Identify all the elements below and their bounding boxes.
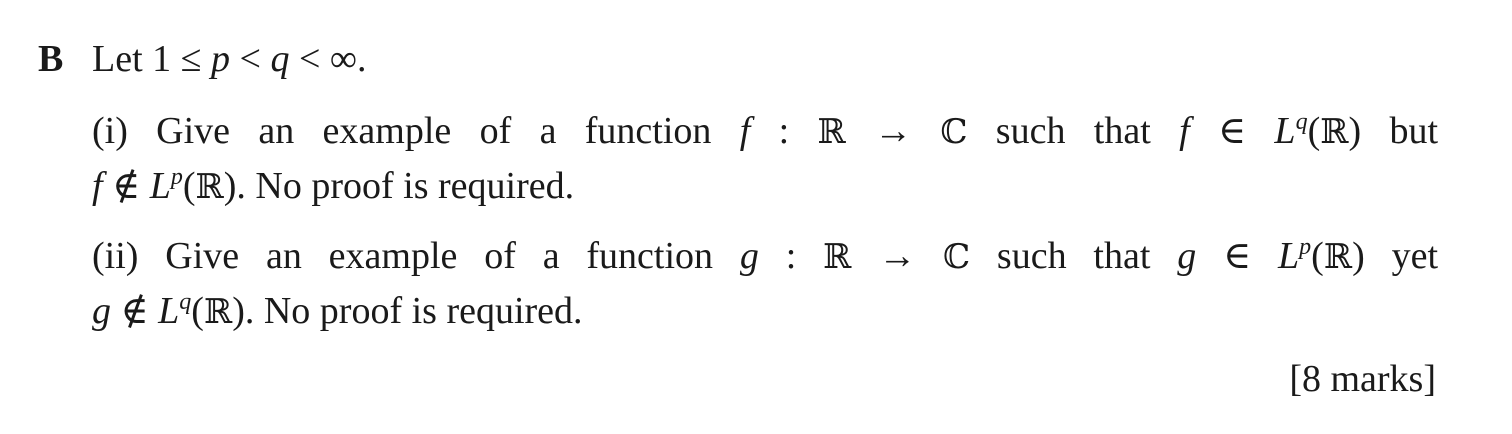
question-label: B	[38, 38, 64, 80]
part-i: (i) Give an example of a function f : ℝ …	[92, 104, 1438, 214]
intro-text: Let 1 ≤ p < q < ∞.	[92, 38, 367, 80]
part-i-line-1: (i) Give an example of a function f : ℝ …	[92, 109, 1439, 152]
part-ii-line-2: g ∉ Lq(ℝ). No proof is required.	[92, 289, 583, 332]
part-ii-line-1: (ii) Give an example of a function g : ℝ…	[92, 234, 1439, 277]
part-ii: (ii) Give an example of a function g : ℝ…	[92, 229, 1438, 339]
part-i-line-2: f ∉ Lp(ℝ). No proof is required.	[92, 164, 575, 207]
question-intro: Let 1 ≤ p < q < ∞.	[92, 36, 366, 82]
marks-label: [8 marks]	[1289, 358, 1436, 400]
